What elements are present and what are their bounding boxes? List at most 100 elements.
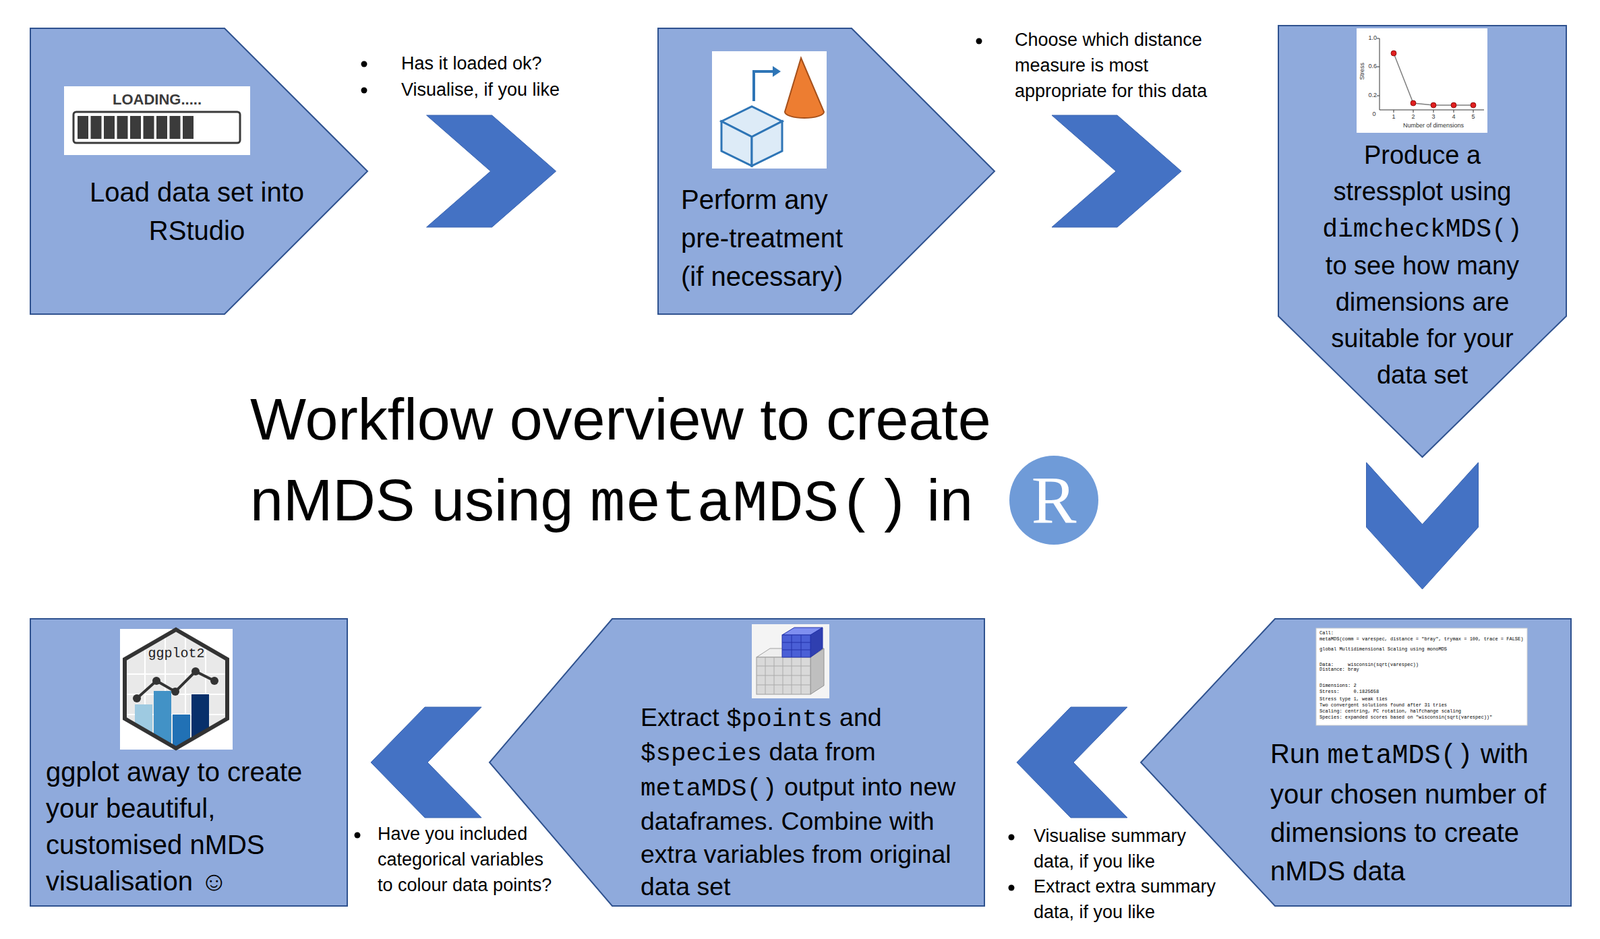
node-label: Produce a stressplot using dimcheckMDS()… [1311, 137, 1534, 394]
text-run: Perform any pre-treatment (if necessary) [680, 184, 843, 292]
axis-tick: 1.0 [1361, 34, 1377, 43]
text-run: Produce a stressplot using [1332, 140, 1511, 206]
plot-point [1430, 102, 1437, 108]
node-label: Perform any pre-treatment (if necessary) [680, 180, 864, 296]
process-chevron: Extract $points and $species data from m… [489, 618, 985, 907]
progress-segment [77, 115, 89, 139]
progress-segment [103, 115, 115, 139]
process-chevron: Load data set into RStudio [30, 28, 368, 315]
code-token: metaMDS() [640, 774, 778, 804]
bullet-dot [1008, 885, 1015, 892]
axis-tick: 1 [1389, 113, 1398, 122]
stressplot-icon [1376, 38, 1474, 113]
axis-title: Stress [1358, 56, 1367, 87]
data-cube-icon [782, 635, 811, 658]
flow-chevron [426, 115, 557, 228]
node-shape [30, 618, 348, 907]
console-line: Data: wisconsin(sqrt(varespec)) [1319, 662, 1526, 668]
logo-chart [210, 676, 219, 686]
diagram-title: Workflow overview to create nMDS using m… [250, 378, 1046, 546]
console-line: Distance: bray [1319, 667, 1526, 673]
note-text: Has it loaded ok? [401, 51, 617, 77]
transform-icon [721, 121, 752, 166]
axis-tick: 0 [1370, 110, 1379, 119]
progress-segment [91, 115, 102, 139]
transform-icon [753, 71, 773, 102]
progress-segment [169, 115, 181, 139]
loading-icon [73, 111, 241, 143]
data-cube-icon [756, 657, 811, 695]
note-text: Visualise, if you like [401, 77, 617, 104]
note-text: Visualise summary data, if you like [1033, 823, 1224, 876]
plot-point [1450, 102, 1457, 108]
bullet-dot [976, 38, 983, 45]
ggplot2-logo [120, 629, 233, 752]
plot-point [1470, 102, 1476, 108]
node-label: Load data set into RStudio [55, 173, 339, 251]
code-token: dimcheckMDS() [1322, 215, 1522, 245]
transform-icon [712, 51, 827, 169]
text-run: in [910, 466, 973, 534]
console-screenshot [1316, 628, 1528, 726]
progress-segment [156, 115, 168, 139]
node-shape [1278, 25, 1567, 458]
data-cube-icon [756, 657, 811, 695]
text-run: ggplot away to create your beautiful, cu… [45, 757, 303, 897]
logo-chart [191, 694, 210, 752]
logo-text: ggplot2 [120, 645, 233, 663]
note-text: Choose which distance measure is most ap… [1014, 27, 1231, 104]
loading-icon [64, 86, 251, 156]
text-run: and [832, 703, 882, 732]
stressplot-icon [1356, 28, 1488, 133]
text-run: Load data set into RStudio [89, 177, 305, 246]
logo-chart [152, 676, 161, 686]
console-line: Species: expanded scores based on "wisco… [1319, 715, 1526, 721]
flow-chevron [370, 707, 482, 818]
console-line: Scaling: centring, PC rotation, halfchan… [1319, 709, 1526, 715]
transform-icon [751, 121, 783, 166]
note-text: Extract extra summary data, if you like [1033, 874, 1224, 926]
console-screenshot [1316, 628, 1528, 726]
stressplot-icon [1379, 38, 1485, 110]
console-line: Call: [1319, 631, 1526, 636]
transform-icon [772, 66, 781, 77]
bullet-dot [354, 38, 1015, 892]
progress-segment [182, 115, 194, 139]
icon-text: LOADING..... [64, 91, 251, 109]
axis-title: Number of dimensions [1382, 122, 1485, 131]
node-shape [1140, 618, 1572, 907]
node-label: Extract $points and $species data from m… [640, 701, 978, 903]
node-label: Run metaMDS() with your chosen number of… [1270, 734, 1554, 891]
node-label: ggplot away to create your beautiful, cu… [45, 753, 338, 900]
plot-point [1390, 50, 1476, 108]
logo-chart [136, 671, 215, 699]
progress-segment [130, 115, 141, 139]
bullet-dot [361, 87, 368, 94]
progress-segment [117, 115, 129, 139]
text-run: data from [761, 737, 876, 766]
text-run: Extract [640, 703, 727, 732]
logo-letter: R [1009, 459, 1099, 541]
data-cube-icon [751, 624, 830, 699]
console-line: Dimensions: 2 [1319, 683, 1526, 689]
stressplot-icon [1393, 53, 1474, 106]
data-cube-icon [751, 624, 830, 699]
axis-tick: 4 [1449, 113, 1458, 122]
node-shape [30, 28, 368, 315]
bullet-dot [1008, 834, 1015, 841]
axis-tick: 2 [1409, 113, 1418, 122]
node-shape [489, 618, 985, 907]
bullet-dot [361, 61, 368, 68]
logo-chart [132, 694, 141, 703]
stressplot-icon [1356, 28, 1488, 133]
plot-point [1390, 50, 1397, 56]
console-line: Two convergent solutions found after 31 … [1319, 703, 1526, 708]
plot-point [1410, 100, 1416, 106]
bullet-dot [354, 832, 361, 839]
logo-chart [171, 687, 180, 696]
code-token: $points [726, 705, 833, 734]
console-line: metaMDS(comm = varespec, distance = "bra… [1319, 637, 1526, 642]
code-token: $species [640, 739, 762, 768]
node-outline [30, 28, 368, 315]
code-token: metaMDS() [1327, 741, 1474, 772]
